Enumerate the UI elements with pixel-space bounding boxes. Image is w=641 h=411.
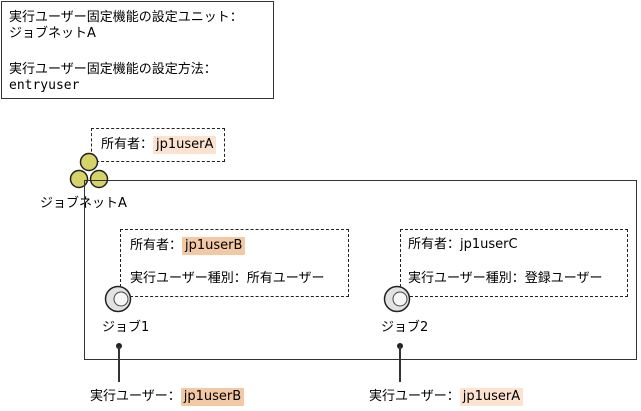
job1-icon[interactable]	[104, 284, 134, 314]
info-line-4: entryuser	[9, 78, 80, 93]
jobnet-icon-circle-right	[89, 169, 109, 189]
jobnet-icon-circle-left	[69, 169, 89, 189]
job2-owner-value: jp1userC	[460, 237, 518, 252]
job1-exec-user: 実行ユーザー：jp1userB	[90, 388, 245, 406]
jobnet-icon-circle-top	[79, 152, 99, 172]
jobnet-icon[interactable]	[66, 152, 112, 194]
job2-icon-inner	[392, 291, 408, 307]
job1-connector-line	[118, 346, 120, 382]
job1-name: ジョブ1	[102, 320, 150, 335]
job1-owner-value: jp1userB	[182, 237, 246, 255]
job1-owner: 所有者：jp1userB	[130, 237, 246, 255]
job2-icon[interactable]	[383, 284, 413, 314]
jobnet-container	[84, 180, 637, 360]
jobnet-owner: 所有者：jp1userA	[101, 136, 217, 154]
job1-exec-label: 実行ユーザー：	[90, 389, 181, 404]
job2-owner-label: 所有者：	[408, 237, 461, 252]
job1-owner-label: 所有者：	[130, 238, 183, 253]
jobnet-name: ジョブネットA	[40, 196, 127, 211]
job1-exec-value: jp1userB	[180, 388, 245, 406]
job2-type: 実行ユーザー種別：登録ユーザー	[408, 271, 603, 287]
job1-type-value: 所有ユーザー	[246, 271, 325, 286]
job2-name: ジョブ2	[381, 320, 429, 335]
job1-attributes-box: 所有者：jp1userB 実行ユーザー種別：所有ユーザー	[120, 229, 349, 297]
job2-owner: 所有者：jp1userC	[408, 237, 518, 253]
job2-exec-value: jp1userA	[459, 388, 524, 406]
info-line-1: 実行ユーザー固定機能の設定ユニット：	[9, 10, 243, 25]
info-line-3: 実行ユーザー固定機能の設定方法：	[9, 62, 217, 77]
info-line-2: ジョブネットA	[9, 26, 96, 41]
job2-connector-line	[399, 346, 401, 382]
job2-type-value: 登録ユーザー	[524, 271, 603, 286]
job2-attributes-box: 所有者：jp1userC 実行ユーザー種別：登録ユーザー	[400, 229, 628, 297]
jobnet-owner-value: jp1userA	[153, 136, 217, 154]
settings-info-box: 実行ユーザー固定機能の設定ユニット： ジョブネットA 実行ユーザー固定機能の設定…	[1, 1, 274, 99]
job1-type: 実行ユーザー種別：所有ユーザー	[130, 271, 325, 287]
jobnet-owner-box: 所有者：jp1userA	[91, 128, 225, 162]
job2-exec-label: 実行ユーザー：	[369, 389, 460, 404]
job2-exec-user: 実行ユーザー：jp1userA	[369, 388, 524, 406]
job2-type-label: 実行ユーザー種別：	[408, 271, 525, 286]
job1-icon-inner	[113, 291, 129, 307]
jobnet-owner-label: 所有者：	[101, 137, 154, 152]
job1-type-label: 実行ユーザー種別：	[130, 271, 247, 286]
